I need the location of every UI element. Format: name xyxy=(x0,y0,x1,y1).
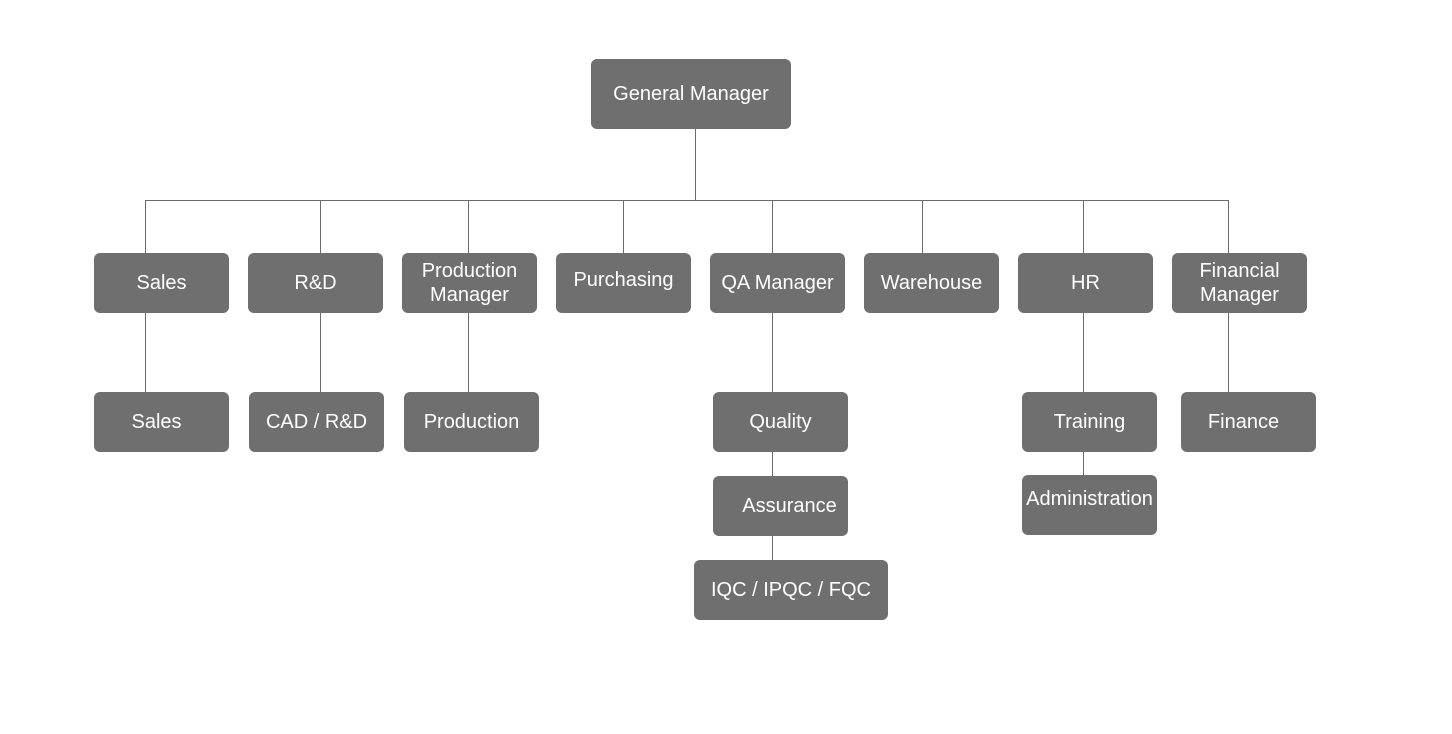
node-assurance: Assurance xyxy=(713,476,848,536)
node-label: Finance xyxy=(1207,411,1280,433)
node-label: Administration xyxy=(1026,488,1153,510)
node-warehouse: Warehouse xyxy=(864,253,999,313)
node-label: Sales xyxy=(131,411,182,433)
node-general-manager: General Manager xyxy=(591,59,791,129)
node-training: Training xyxy=(1022,392,1157,452)
node-label: Assurance xyxy=(742,495,837,517)
node-quality: Quality xyxy=(713,392,848,452)
node-financial-manager: Financial Manager xyxy=(1172,253,1307,313)
node-iqc-ipqc-fqc: IQC / IPQC / FQC xyxy=(694,560,888,620)
node-label: CAD / R&D xyxy=(265,411,368,433)
node-production-manager: Production Manager xyxy=(402,253,537,313)
node-label: Training xyxy=(1053,411,1126,433)
node-label: R&D xyxy=(294,272,337,294)
node-label: General Manager xyxy=(613,83,769,105)
node-label: Production Manager xyxy=(421,260,518,306)
node-label: Production xyxy=(423,411,520,433)
node-label: Financial Manager xyxy=(1199,260,1280,306)
node-qa-manager: QA Manager xyxy=(710,253,845,313)
node-rnd-department: R&D xyxy=(248,253,383,313)
node-label: IQC / IPQC / FQC xyxy=(710,579,871,601)
node-label: QA Manager xyxy=(721,272,834,294)
node-sales-department: Sales xyxy=(94,253,229,313)
node-hr: HR xyxy=(1018,253,1153,313)
node-label: Quality xyxy=(749,411,812,433)
node-production: Production xyxy=(404,392,539,452)
node-administration: Administration xyxy=(1022,475,1157,535)
node-label: Warehouse xyxy=(880,272,983,294)
node-purchasing: Purchasing xyxy=(556,253,691,313)
node-sales-unit: Sales xyxy=(94,392,229,452)
node-label: HR xyxy=(1071,272,1100,294)
node-label: Sales xyxy=(136,272,187,294)
node-finance: Finance xyxy=(1181,392,1316,452)
node-cad-rnd: CAD / R&D xyxy=(249,392,384,452)
node-label: Purchasing xyxy=(573,269,674,291)
